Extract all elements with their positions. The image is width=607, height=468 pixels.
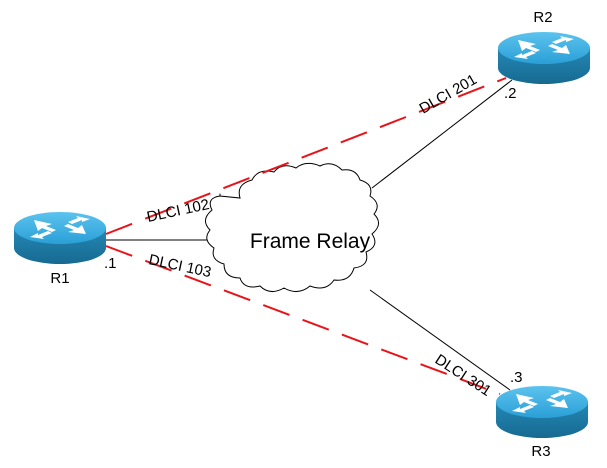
router-r3[interactable] <box>496 386 588 438</box>
router-name-r1: R1 <box>50 270 69 287</box>
router-name-r2: R2 <box>533 9 552 26</box>
router-icon <box>14 212 106 264</box>
router-name-r3: R3 <box>531 443 550 460</box>
cloud-label: Frame Relay <box>250 230 371 253</box>
ip-suffix-r1: .1 <box>104 255 117 272</box>
router-r2[interactable] <box>498 32 590 84</box>
router-icon <box>496 386 588 438</box>
ip-suffix-r2: .2 <box>504 85 517 102</box>
pvc-r1-r2 <box>105 77 507 235</box>
dlci-label-102: DLCI 102 <box>145 196 211 226</box>
link-cloud-r2 <box>371 79 513 189</box>
pvc-r1-r3 <box>105 245 501 395</box>
dlci-label-103: DLCI 103 <box>147 251 213 281</box>
frame-relay-cloud: Frame Relay <box>205 162 379 292</box>
dlci-label-301: DLCI 301 <box>432 351 494 400</box>
ip-suffix-r3: .3 <box>510 369 523 386</box>
link-cloud-r3 <box>369 289 511 391</box>
router-r1[interactable] <box>14 212 106 264</box>
dlci-label-201: DLCI 201 <box>417 71 480 117</box>
router-icon <box>498 32 590 84</box>
